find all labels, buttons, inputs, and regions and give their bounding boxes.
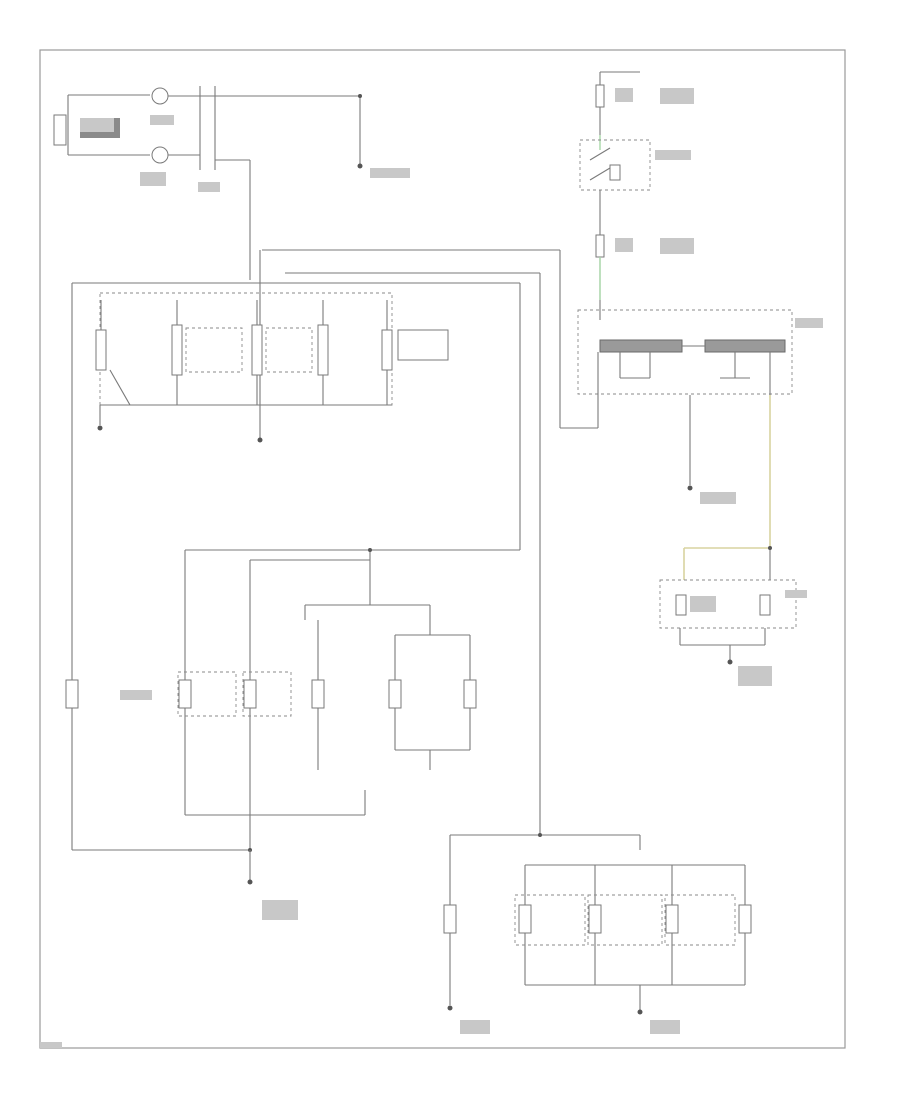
switch-section xyxy=(381,300,449,405)
rear-lamp-cluster xyxy=(443,833,752,1015)
resistor-icon xyxy=(53,114,67,146)
bulb-icon xyxy=(311,679,325,709)
splice-dot xyxy=(368,548,372,552)
bulb-icon xyxy=(65,679,79,709)
switch-section xyxy=(317,300,329,405)
bulb-icon xyxy=(738,904,752,934)
bulb-icon xyxy=(443,904,457,934)
ground-point-icon xyxy=(97,425,103,431)
bulb-icon xyxy=(243,679,257,709)
switch-module-box xyxy=(99,292,393,406)
dimmer-module-box xyxy=(577,309,793,395)
ground-point-icon xyxy=(357,163,363,169)
ground-point-icon xyxy=(637,1009,643,1015)
bulb-icon xyxy=(178,679,192,709)
ground-point-icon xyxy=(727,659,733,665)
switch-section xyxy=(251,300,313,405)
dimmer-connector xyxy=(599,339,683,353)
gauge-lamp-icon xyxy=(151,146,169,164)
switch-section xyxy=(171,300,243,405)
dimmer-connector xyxy=(704,339,786,353)
switch-section xyxy=(95,300,131,406)
ground-point-icon xyxy=(447,1005,453,1011)
bulb-icon xyxy=(665,904,679,934)
fuse-icon xyxy=(595,84,605,108)
diagram-frame xyxy=(39,49,846,1049)
fuse-icon xyxy=(595,234,605,258)
bulb-icon xyxy=(388,679,402,709)
right-fuse-column xyxy=(579,71,651,320)
dimmer-control-module xyxy=(577,309,793,548)
bulb-icon xyxy=(518,904,532,934)
gauge-lamp-icon xyxy=(151,87,169,105)
splice-dot xyxy=(538,833,542,837)
headlamp-switch-module xyxy=(95,292,449,443)
bulb-icon xyxy=(588,904,602,934)
illegible-labels xyxy=(40,88,823,1048)
ground-point-icon xyxy=(687,485,693,491)
bulb-bank-lower xyxy=(65,548,520,885)
ground-point-icon xyxy=(247,879,253,885)
upper-bus xyxy=(71,249,598,850)
bulb-icon xyxy=(463,679,477,709)
ground-point-icon xyxy=(257,437,263,443)
splice-dot xyxy=(358,94,362,98)
right-lamp-pair xyxy=(659,546,797,665)
splice-dot xyxy=(768,546,772,550)
